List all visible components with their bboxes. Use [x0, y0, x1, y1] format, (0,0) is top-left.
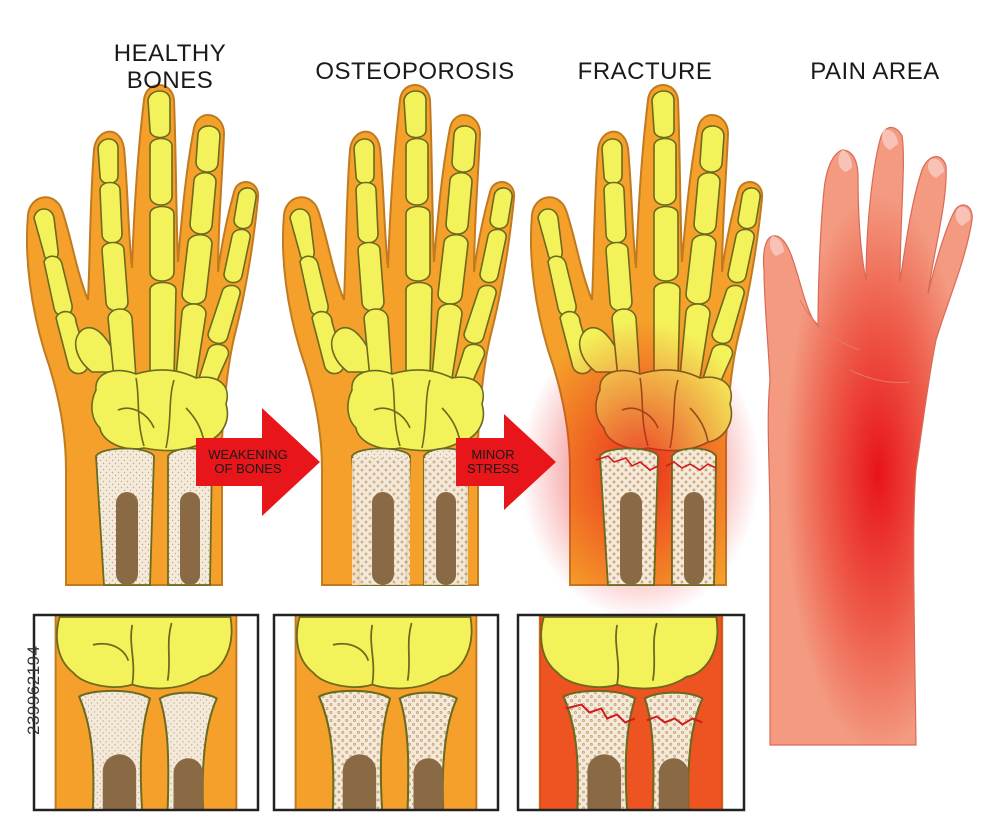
- title-healthy-line2: BONES: [126, 67, 214, 94]
- label-weakening-line2: OF BONES: [214, 461, 282, 476]
- label-weakening-line1: WEAKENING: [208, 447, 288, 462]
- healthy-hand-illustration: [25, 84, 260, 586]
- label-minor-line2: STRESS: [466, 461, 519, 476]
- fracture-line-radius: [595, 455, 659, 471]
- title-osteoporosis: OSTEOPOROSIS: [315, 58, 515, 85]
- fingernail-thumb: [769, 236, 784, 256]
- fracture-hand-illustration: [520, 84, 764, 620]
- fingernail-index: [838, 150, 852, 172]
- osteoporosis-wrist-zoom-inset: [272, 613, 500, 812]
- fingernail-middle: [882, 129, 898, 150]
- title-fracture: FRACTURE: [577, 58, 713, 85]
- fingernail-ring: [928, 158, 944, 178]
- title-healthy-bones: HEALTHY BONES: [70, 40, 270, 94]
- label-minor-line1: MINOR: [471, 447, 515, 462]
- healthy-wrist-zoom-inset: [32, 613, 260, 812]
- fingernail-little: [955, 206, 971, 226]
- osteoporosis-hand-illustration: [281, 84, 516, 586]
- label-minor-stress: MINOR STRESS: [456, 448, 530, 476]
- fracture-wrist-zoom-inset: [516, 613, 746, 812]
- label-weakening-of-bones: WEAKENING OF BONES: [196, 448, 300, 476]
- arrow-minor-stress: [456, 414, 556, 510]
- stock-image-id-text: 239962194: [24, 645, 43, 735]
- arrow-weakening: [196, 408, 320, 516]
- pain-area-arm-illustration: [762, 126, 973, 746]
- stock-image-id: 239962194: [6, 575, 43, 735]
- title-healthy-line1: HEALTHY: [113, 40, 227, 67]
- title-pain-area: PAIN AREA: [810, 58, 940, 85]
- fracture-line-ulna: [665, 461, 717, 471]
